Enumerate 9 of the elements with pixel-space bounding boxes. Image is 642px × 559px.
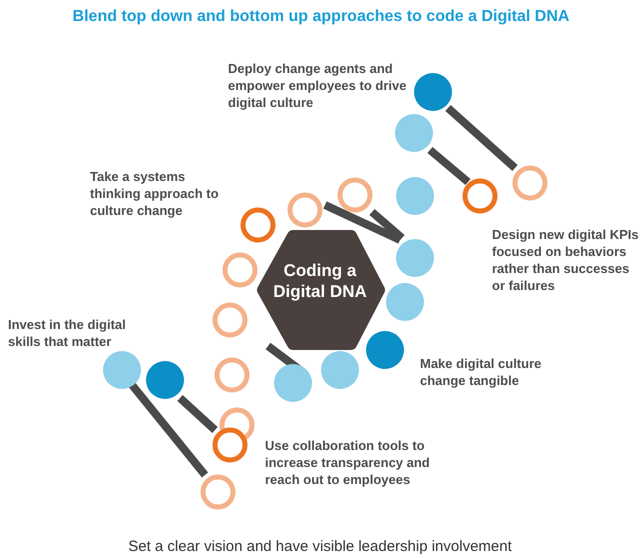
annotation-text: Deploy change agents and empower employees to drive digital culture <box>228 60 408 111</box>
annotation-text: Make digital culture change tangible <box>420 355 542 389</box>
annotation-text: Design new digital KPIs focused on behaviors rather than successes or failures <box>492 226 640 294</box>
title: Blend top down and bottom up approaches to code a Digital DNA <box>72 8 570 26</box>
annotation-text: Invest in the digital skills that matter <box>8 316 127 350</box>
hexagon-node: Coding a Digital DNA <box>255 228 385 352</box>
annotation-text: Take a systems thinking approach to culture change <box>90 168 220 219</box>
annotation-text: Set a clear vision and have visible leadership involvement <box>127 538 513 555</box>
annotation-text: Use collaboration tools to increase transparency and reach out to employees <box>265 437 431 488</box>
